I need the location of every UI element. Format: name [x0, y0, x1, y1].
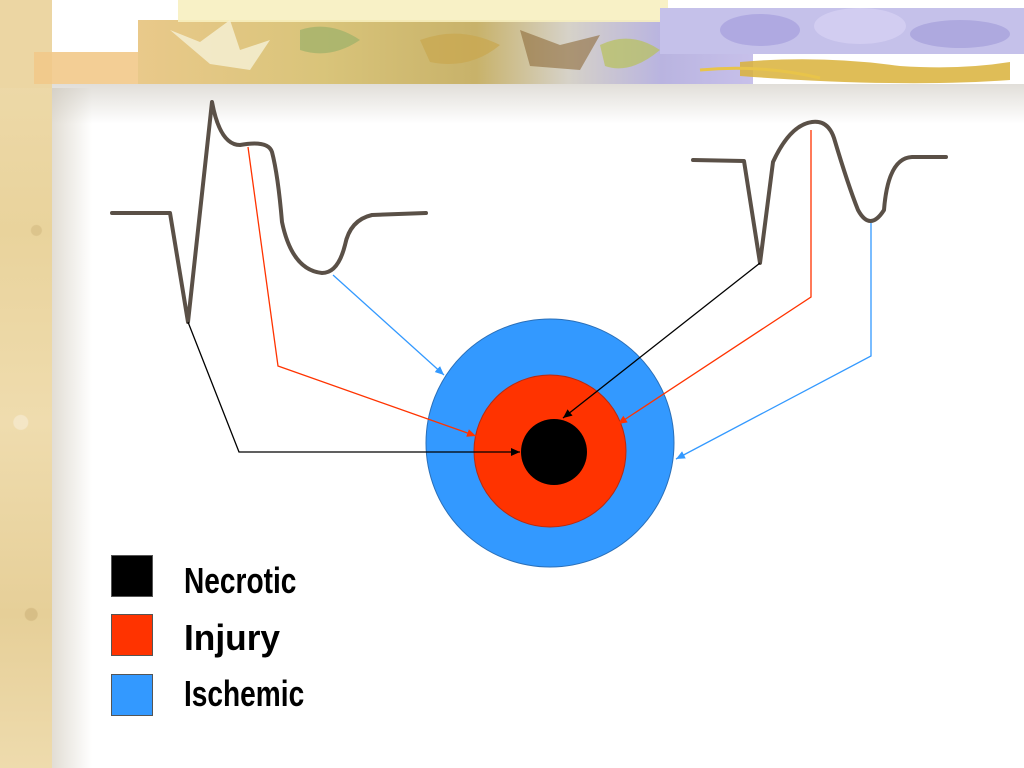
legend-swatch-ischemic [111, 674, 153, 716]
right-ischemic-connector [675, 223, 872, 460]
left-ischemic-connector [332, 274, 445, 376]
legend-label-injury: Injury [184, 617, 281, 658]
right-necrotic-connector [562, 262, 761, 419]
legend-label-ischemic: Ischemic [184, 673, 305, 714]
legend-swatch-necrotic [111, 555, 153, 597]
legend-label-necrotic: Necrotic [184, 560, 297, 601]
right-injury-connector [617, 130, 812, 425]
legend-swatch-injury [111, 614, 153, 656]
left-necrotic-connector [187, 321, 520, 456]
parchment-texture-strip [0, 0, 52, 768]
left-ecg-waveform [110, 100, 428, 324]
right-ecg-waveform [691, 119, 948, 265]
left-edge-shadow [52, 80, 92, 768]
necrotic-zone [521, 419, 587, 485]
leaf-collage-banner [0, 0, 1024, 88]
left-injury-connector [247, 146, 477, 437]
